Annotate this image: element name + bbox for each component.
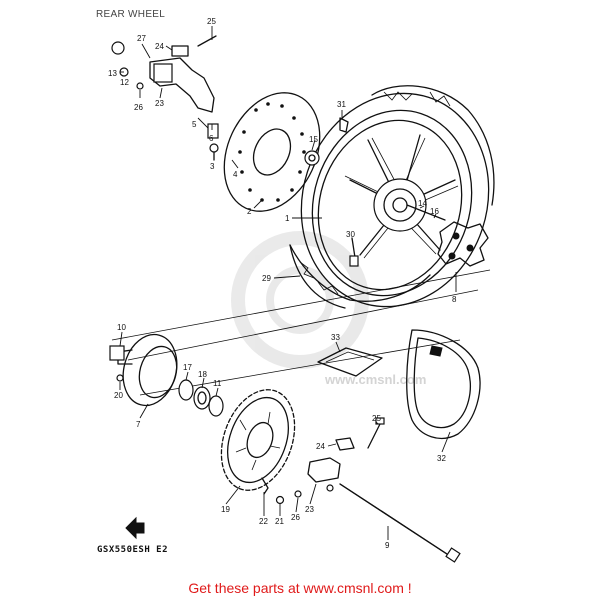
callout: 9 bbox=[385, 541, 390, 550]
callout: 6 bbox=[209, 134, 214, 143]
rear-sprocket bbox=[220, 389, 296, 491]
callout: 25 bbox=[207, 17, 216, 26]
callout: 24 bbox=[316, 442, 325, 451]
diagram-title: REAR WHEEL bbox=[96, 9, 166, 20]
drive-chain bbox=[406, 329, 481, 439]
callout: 20 bbox=[114, 391, 123, 400]
callout: 22 bbox=[259, 517, 268, 526]
callout: 19 bbox=[221, 505, 230, 514]
callout: 29 bbox=[262, 274, 271, 283]
footer-cta-link[interactable]: Get these parts at www.cmsnl.com ! bbox=[188, 580, 412, 596]
callout: 27 bbox=[137, 34, 146, 43]
caliper-bracket-upper bbox=[111, 35, 219, 161]
front-arrow-icon bbox=[125, 516, 145, 540]
callout: 26 bbox=[291, 513, 300, 522]
callout: 26 bbox=[134, 103, 143, 112]
callout: 12 bbox=[120, 78, 129, 87]
callout: 14 bbox=[418, 199, 427, 208]
callout: 18 bbox=[198, 370, 207, 379]
rear-axle bbox=[339, 483, 461, 563]
callout: 30 bbox=[346, 230, 355, 239]
callout: 23 bbox=[305, 505, 314, 514]
sprocket-drum bbox=[109, 333, 178, 407]
bolt-31 bbox=[339, 117, 349, 133]
valve-30 bbox=[349, 237, 359, 267]
model-code: GSX550ESH E2 bbox=[97, 545, 169, 555]
callout: 3 bbox=[210, 162, 215, 171]
bearings-spacers bbox=[178, 379, 224, 417]
callout: 16 bbox=[430, 207, 439, 216]
cushion-rubbers bbox=[437, 221, 489, 267]
callout: 8 bbox=[452, 295, 457, 304]
chain-adjuster bbox=[294, 417, 385, 498]
rear-wheel bbox=[300, 85, 495, 308]
chain-cover-33 bbox=[317, 347, 383, 377]
callout: 4 bbox=[233, 170, 238, 179]
callout: 2 bbox=[247, 207, 252, 216]
callout: 1 bbox=[285, 214, 290, 223]
callout: 33 bbox=[331, 333, 340, 342]
callout: 11 bbox=[213, 379, 222, 388]
callout: 31 bbox=[337, 100, 346, 109]
callout: 17 bbox=[183, 363, 192, 372]
callout: 25 bbox=[372, 414, 381, 423]
callout: 24 bbox=[155, 42, 164, 51]
callout: 23 bbox=[155, 99, 164, 108]
callout: 15 bbox=[309, 135, 318, 144]
callout: 5 bbox=[192, 120, 197, 129]
callout: 7 bbox=[136, 420, 141, 429]
callout: 32 bbox=[437, 454, 446, 463]
brake-disc bbox=[223, 92, 321, 212]
callout: 21 bbox=[275, 517, 284, 526]
watermark-logo bbox=[231, 231, 369, 369]
bearing-15 bbox=[304, 150, 320, 166]
sprocket-nuts bbox=[261, 477, 285, 505]
callout-numbers: 25 27 24 13 12 26 23 5 31 6 15 3 4 2 1 1… bbox=[108, 17, 457, 550]
leader-lines bbox=[119, 26, 457, 540]
callout: 13 bbox=[108, 69, 117, 78]
watermark-text: www.cmsnl.com bbox=[324, 372, 426, 387]
callout: 10 bbox=[117, 323, 126, 332]
